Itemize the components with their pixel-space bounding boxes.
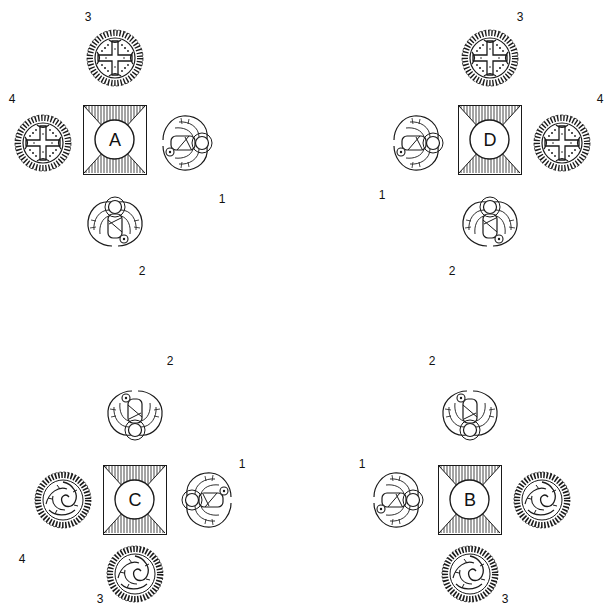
- callout-number: 4: [19, 553, 26, 566]
- box-letter: B: [464, 491, 476, 509]
- framed-letter-box: D: [458, 105, 522, 175]
- framed-letter-box: A: [83, 105, 147, 175]
- callout-number: 2: [139, 265, 146, 278]
- callout-number: 2: [449, 265, 456, 278]
- callout-number: 1: [239, 458, 246, 471]
- callout-number: 1: [359, 458, 366, 471]
- callout-number: 2: [429, 355, 436, 368]
- callout-number: 1: [379, 189, 386, 202]
- box-letter: D: [484, 131, 497, 149]
- box-letter: C: [129, 491, 142, 509]
- callout-number: 4: [9, 93, 16, 106]
- box-letter: A: [109, 131, 121, 149]
- callout-number: 1: [219, 193, 226, 206]
- callout-number: 3: [502, 593, 509, 606]
- callout-number: 4: [597, 93, 604, 106]
- callout-number: 3: [517, 11, 524, 24]
- framed-letter-box: B: [438, 465, 502, 535]
- callout-number: 2: [167, 355, 174, 368]
- framed-letter-box: C: [103, 465, 167, 535]
- callout-number: 3: [97, 593, 104, 606]
- callout-number: 3: [85, 11, 92, 24]
